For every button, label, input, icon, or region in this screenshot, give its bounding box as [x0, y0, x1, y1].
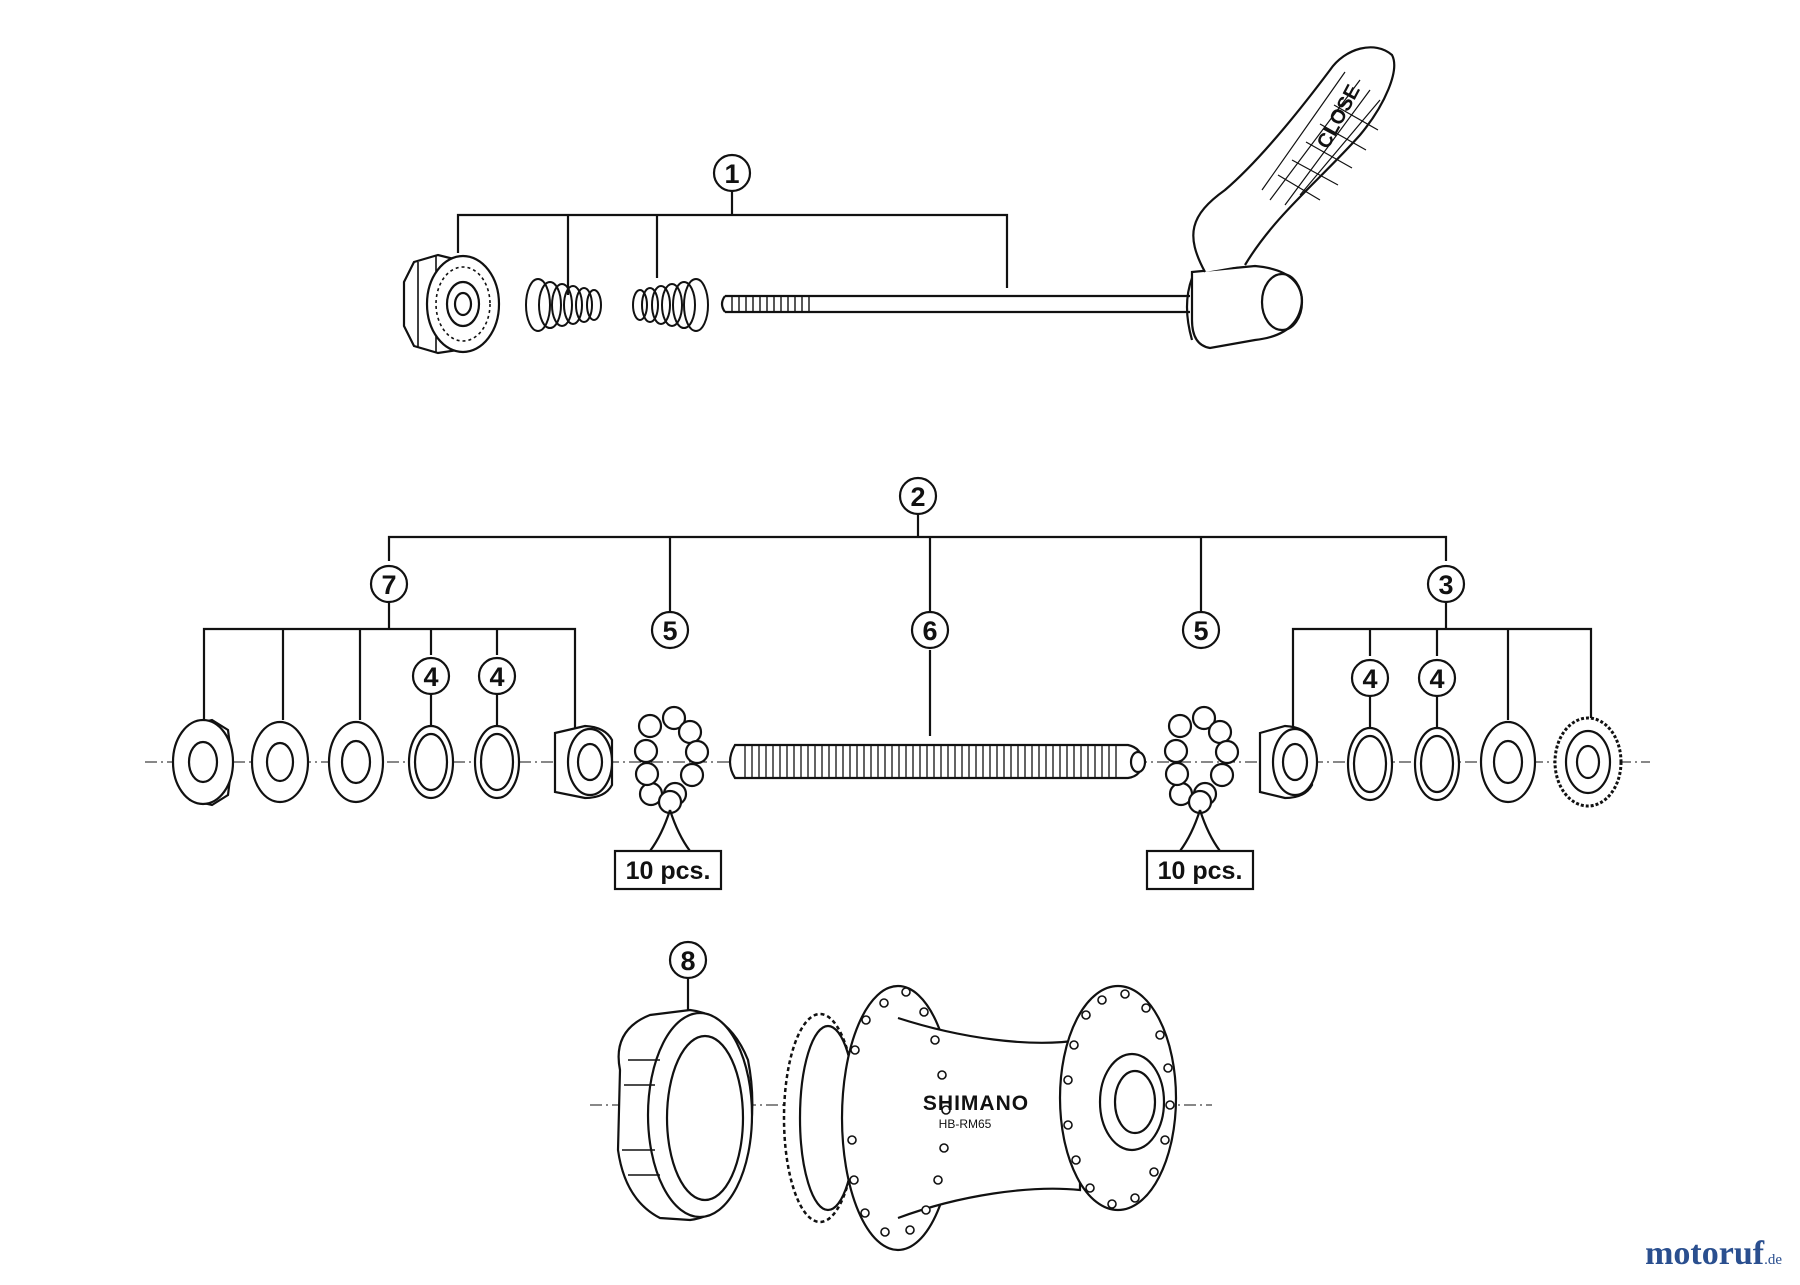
callout-8: [668, 940, 708, 980]
hub-brand-text: SHIMANO: [923, 1092, 1029, 1115]
callout-2: [898, 476, 938, 516]
watermark-tld: .de: [1764, 1252, 1782, 1268]
axle-assembly-brackets: [145, 514, 1650, 763]
callout-1-label: 1: [724, 159, 739, 189]
hub-model-text: HB-RM65: [939, 1117, 992, 1131]
right-side-parts: [1163, 705, 1623, 815]
quantity-box-right: [1145, 809, 1255, 891]
callout-7-label: 7: [381, 570, 396, 600]
hub-assembly: [590, 978, 1212, 1252]
callout-5-right: [1181, 610, 1221, 650]
quantity-label-right: 10 pcs.: [1158, 857, 1243, 885]
left-side-parts: [171, 705, 710, 815]
callout-4-right-a-label: 4: [1362, 664, 1377, 694]
axle: [728, 743, 1147, 780]
callout-6: [910, 610, 950, 650]
callout-4-left-a-label: 4: [423, 662, 438, 692]
callout-7: [369, 564, 409, 604]
callout-6-label: 6: [922, 616, 937, 646]
callout-3-label: 3: [1438, 570, 1453, 600]
quantity-label-left: 10 pcs.: [626, 857, 711, 885]
callout-4-right-b-label: 4: [1429, 664, 1444, 694]
callout-8-label: 8: [680, 946, 695, 976]
quick-release-assembly: CLOSE: [402, 46, 1396, 355]
callout-1: [712, 153, 752, 193]
callout-5-left: [650, 610, 690, 650]
callout-4-right-b: [1417, 658, 1457, 698]
callout-4-right-a: [1350, 658, 1390, 698]
callout-4-left-b-label: 4: [489, 662, 504, 692]
callout-5-right-label: 5: [1193, 616, 1208, 646]
callout-4-left-b: [477, 656, 517, 696]
callout-4-left-a: [411, 656, 451, 696]
callout-3: [1426, 564, 1466, 604]
callout-5-left-label: 5: [662, 616, 677, 646]
quantity-box-left: [613, 809, 723, 891]
watermark-name: motoruf: [1645, 1235, 1765, 1272]
callout-2-label: 2: [910, 482, 925, 512]
watermark-logo: motoruf.de: [1645, 1235, 1782, 1273]
